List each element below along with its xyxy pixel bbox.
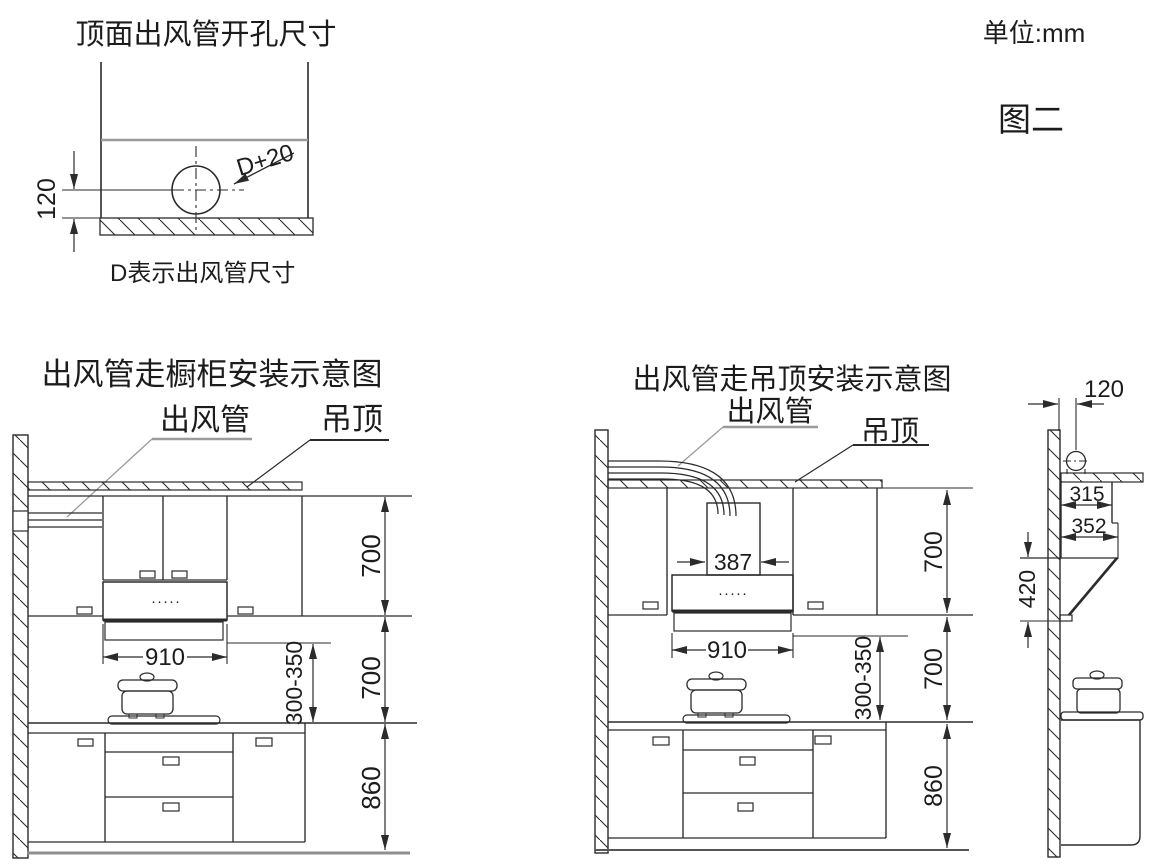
dim-860-label: 860 — [356, 766, 386, 809]
figure-label: 图二 — [998, 101, 1064, 138]
duct-label: 出风管 — [160, 404, 250, 437]
pot-knob — [1089, 670, 1105, 680]
pot-lid — [686, 678, 747, 691]
hole-size-diagram: 顶面出风管开孔尺寸 120 D+20 D表示出风管尺寸 — [33, 18, 337, 287]
wall-hatch — [1047, 429, 1061, 858]
pot-foot — [724, 712, 734, 718]
suspended-ceiling-strip — [607, 479, 883, 489]
dim-700-upper-label: 700 — [356, 534, 386, 577]
duct-leader-line — [677, 426, 724, 467]
door-handle — [76, 606, 93, 615]
dim-700-mid-label: 700 — [356, 656, 386, 699]
suspended-ceiling-strip — [1060, 472, 1144, 483]
door-handle — [139, 570, 156, 579]
dim-910-label: 910 — [707, 637, 747, 664]
range-hood-panel — [104, 621, 224, 641]
drawer-handle — [162, 802, 180, 812]
door-handle — [814, 735, 832, 745]
wall-hatch — [594, 429, 609, 854]
hood-vent-dots: ····· — [718, 585, 748, 602]
ceiling-leader-line — [246, 439, 311, 488]
duct-wall-outlet — [12, 510, 29, 532]
side-view-diagram: 120 315 352 420 — [1014, 376, 1144, 858]
unit-label: 单位:mm — [983, 18, 1086, 48]
hood-vent-dots: ····· — [151, 593, 181, 610]
pot-knob — [708, 671, 724, 681]
dim-300-350-label: 300-350 — [281, 641, 307, 725]
door-handle — [642, 601, 659, 610]
pot-lid — [1072, 677, 1123, 690]
duct-label: 出风管 — [726, 395, 813, 428]
drawer-handle — [739, 756, 756, 766]
dim-300-350-label: 300-350 — [850, 636, 876, 720]
dim-860-label: 860 — [920, 765, 948, 807]
hole-dim-label: D+20 — [233, 139, 296, 182]
dim-387-label: 387 — [714, 549, 752, 575]
door-handle — [77, 738, 94, 747]
dim-315-label: 315 — [1069, 483, 1104, 506]
ceiling-label: 吊顶 — [321, 402, 383, 437]
cabinet-route-title: 出风管走橱柜安装示意图 — [42, 357, 383, 392]
hole-dim-leader-arrow — [233, 152, 295, 185]
suspended-ceiling-strip — [27, 481, 303, 491]
drawer-handle — [162, 756, 180, 766]
dim-120-label: 120 — [1084, 376, 1124, 403]
dim-700-upper-label: 700 — [920, 531, 948, 573]
pot-knob — [139, 672, 155, 682]
door-handle — [171, 570, 188, 579]
ceiling-leader-line — [794, 444, 854, 483]
hatched-bottom-panel — [99, 217, 314, 236]
hole-diagram-title: 顶面出风管开孔尺寸 — [75, 18, 336, 51]
door-handle — [237, 606, 254, 615]
ceiling-route-title: 出风管走吊顶安装示意图 — [632, 363, 951, 396]
pot-body — [121, 690, 174, 715]
pot-body — [1076, 688, 1121, 714]
dim-352-label: 352 — [1071, 515, 1106, 538]
pot-body — [690, 689, 743, 714]
door-handle — [255, 737, 273, 747]
cabinet-route-diagram: 出风管走橱柜安装示意图 出风管 吊顶 ····· 910 — [12, 357, 417, 859]
drawer-handle — [737, 802, 754, 812]
range-hood-panel — [673, 612, 792, 632]
duct-leader-line — [66, 438, 153, 518]
pot-foot — [128, 713, 138, 719]
dim-700-mid-label: 700 — [920, 648, 948, 690]
base-cabinet-side-view — [1061, 719, 1141, 846]
wall-hatch — [12, 434, 29, 859]
pot-foot — [155, 713, 165, 719]
hole-diagram-note: D表示出风管尺寸 — [110, 260, 295, 287]
duct-curve — [608, 466, 731, 517]
dim-420-label: 420 — [1014, 570, 1040, 608]
hood-slant-front — [1068, 557, 1118, 616]
dim-910-label: 910 — [145, 644, 185, 671]
dim-120-label: 120 — [33, 178, 61, 220]
pot-foot — [697, 712, 707, 718]
cooktop — [682, 714, 791, 724]
ceiling-label: 吊顶 — [861, 416, 919, 448]
pot-lid — [117, 679, 178, 692]
ceiling-route-diagram: 出风管走吊顶安装示意图 出风管 吊顶 387 ····· 910 — [594, 363, 973, 854]
door-handle — [652, 736, 670, 746]
hood-bottom-lip — [1059, 614, 1073, 622]
door-handle — [807, 601, 824, 610]
